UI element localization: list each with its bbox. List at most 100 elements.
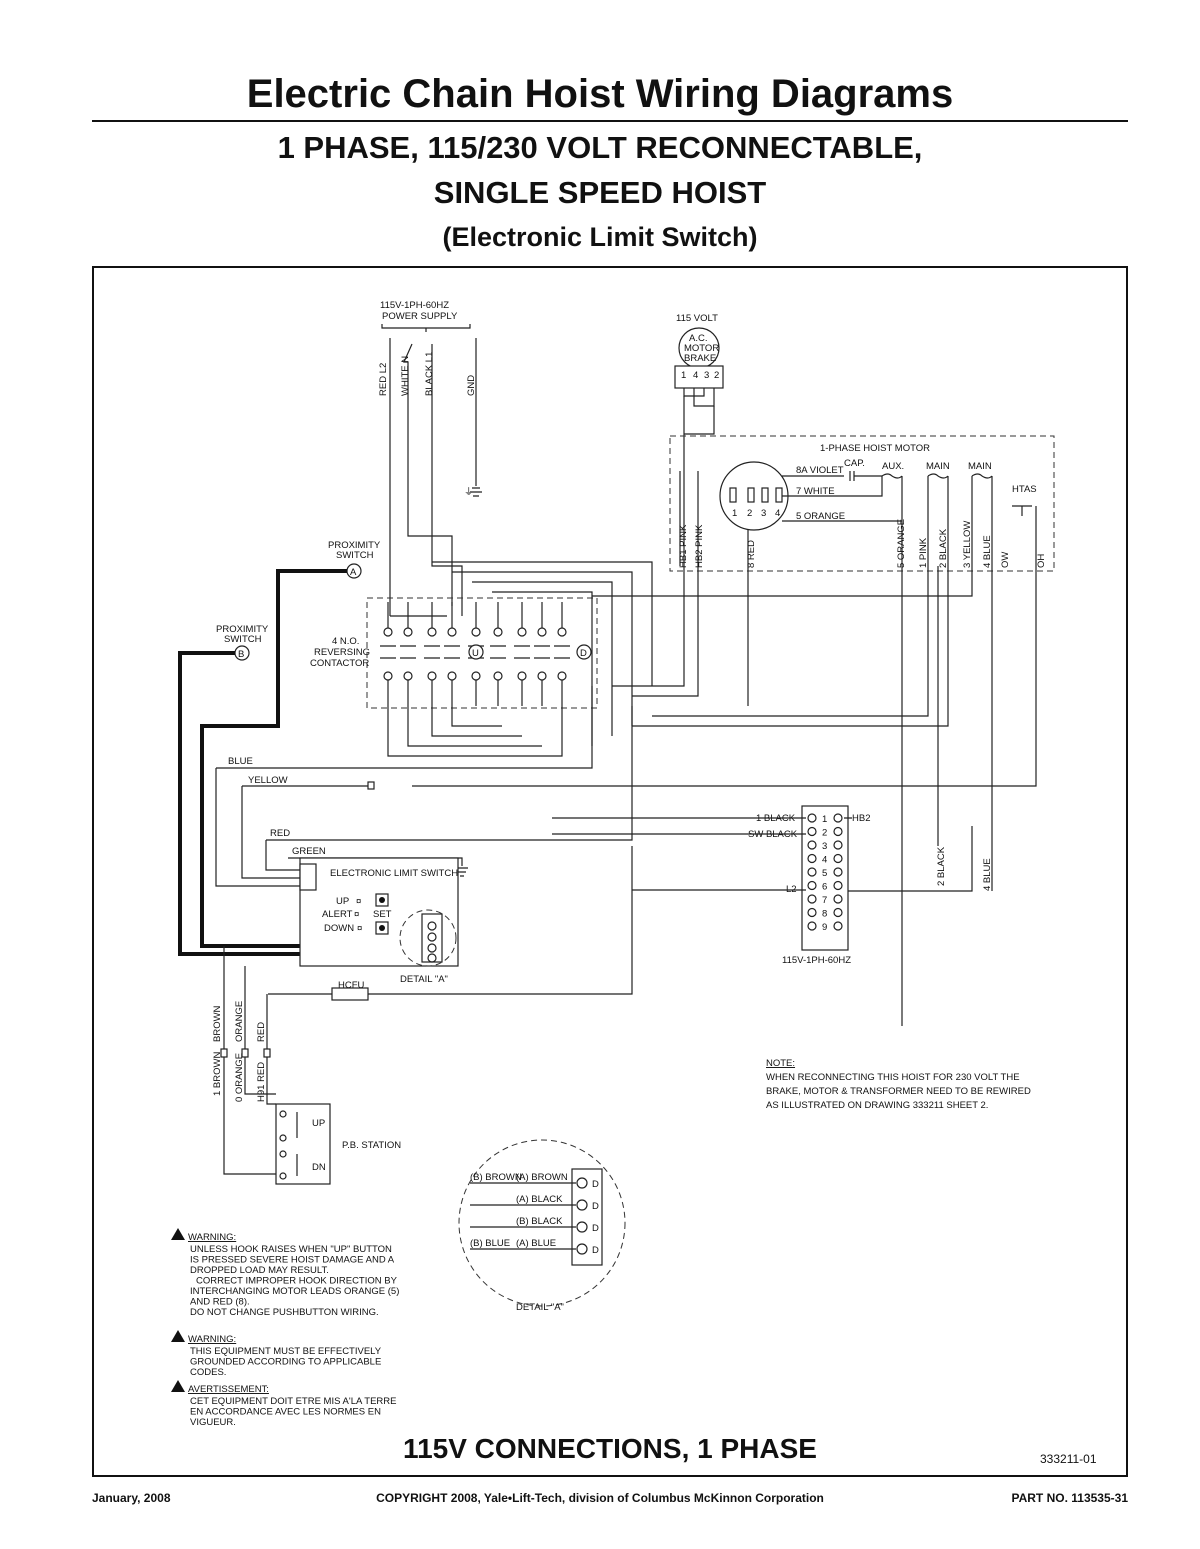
lead-ow: OW bbox=[1000, 552, 1011, 568]
warning-line: DO NOT CHANGE PUSHBUTTON WIRING. bbox=[190, 1307, 379, 1318]
subtitle-line-2: SINGLE SPEED HOIST bbox=[433, 175, 767, 210]
wire-label-2-black: 2 BLACK bbox=[936, 846, 947, 886]
contactor-u: U bbox=[472, 648, 479, 659]
ground-symbol: ⏚ bbox=[464, 487, 474, 498]
limit-up: UP bbox=[336, 896, 349, 907]
up-led-icon: ¤ bbox=[356, 896, 361, 907]
lead-5-orange: 5 ORANGE bbox=[796, 511, 845, 522]
pendant-top-orange: ORANGE bbox=[234, 1001, 245, 1042]
page-title: Electric Chain Hoist Wiring Diagrams bbox=[246, 72, 954, 116]
hoist-motor: 1-PHASE HOIST MOTOR 1 2 3 4 8A VIOLET 7 … bbox=[669, 435, 1055, 572]
limit-alert: ALERT bbox=[322, 909, 353, 920]
warning-1-icon bbox=[171, 1228, 185, 1240]
tb-screw-left bbox=[807, 921, 817, 931]
warning-line: UNLESS HOOK RAISES WHEN "UP" BUTTON bbox=[190, 1244, 392, 1255]
wire-label-hcfu: HCFU bbox=[338, 980, 365, 991]
main-winding-label-2: MAIN bbox=[968, 461, 992, 472]
warning-line: CET EQUIPMENT DOIT ETRE MIS A'LA TERRE bbox=[190, 1396, 396, 1407]
wire-runs: BLUE YELLOW RED GREEN HCFU 2 BLACK 4 BLU… bbox=[215, 566, 993, 1001]
tb-screw-left bbox=[807, 840, 817, 850]
reversing-contactor: 4 N.O. REVERSING CONTACTOR U D bbox=[310, 526, 1037, 1026]
warning-3-text: CET EQUIPMENT DOIT ETRE MIS A'LA TERREEN… bbox=[190, 1396, 396, 1428]
detail-a-screw bbox=[576, 1177, 588, 1189]
detail-a-term: D bbox=[592, 1245, 599, 1256]
electronic-limit-switch: ELECTRONIC LIMIT SWITCH UP ALERT DOWN ¤ … bbox=[299, 857, 459, 985]
diagram-frame bbox=[92, 266, 1128, 1477]
warning-2-icon bbox=[171, 1330, 185, 1342]
prox-b-label-2: SWITCH bbox=[224, 634, 262, 645]
connections-title: 115V CONNECTIONS, 1 PHASE bbox=[403, 1433, 817, 1464]
limit-detail-label: DETAIL "A" bbox=[400, 974, 448, 985]
motor-enclosure bbox=[669, 435, 1055, 572]
supply-wire-black: BLACK L1 bbox=[424, 352, 435, 396]
lead-4-blue: 4 BLUE bbox=[982, 535, 993, 568]
contact-top bbox=[493, 627, 503, 637]
note-title: NOTE: bbox=[766, 1058, 795, 1069]
tb-number: 3 bbox=[822, 841, 827, 852]
warning-line: EN ACCORDANCE AVEC LES NORMES EN bbox=[190, 1407, 381, 1418]
contact-bottom bbox=[517, 671, 527, 681]
warning-1-title: WARNING: bbox=[188, 1232, 236, 1243]
motor-brake: 115 VOLT A.C. MOTOR BRAKE 1 4 3 2 bbox=[674, 313, 724, 526]
contact-bottom bbox=[471, 671, 481, 681]
limit-down: DOWN bbox=[324, 923, 354, 934]
power-supply-label-1: 115V-1PH-60HZ bbox=[380, 300, 449, 311]
tb-number: 4 bbox=[822, 855, 827, 866]
subtitle-line-3: (Electronic Limit Switch) bbox=[442, 222, 758, 252]
detail-a-right-label: (A) BROWN bbox=[516, 1172, 568, 1183]
tb-screw-right bbox=[833, 853, 843, 864]
note-line-1: WHEN RECONNECTING THIS HOIST FOR 230 VOL… bbox=[766, 1072, 1020, 1083]
brake-label-3: BRAKE bbox=[684, 353, 716, 364]
warning-3-icon bbox=[171, 1380, 185, 1392]
contact-top bbox=[557, 627, 567, 637]
detail-a-screw bbox=[576, 1221, 588, 1233]
brake-label-1: A.C. bbox=[689, 333, 707, 344]
tb-screw-right bbox=[833, 826, 843, 837]
prox-b-label-1: PROXIMITY bbox=[216, 624, 269, 635]
proximity-switches: PROXIMITY SWITCH A PROXIMITY SWITCH B bbox=[178, 540, 412, 956]
tb-screw-right bbox=[833, 907, 843, 918]
pb-up-button[interactable] bbox=[279, 1110, 287, 1118]
supply-wire-red: RED L2 bbox=[378, 363, 389, 396]
power-supply: 115V-1PH-60HZ POWER SUPPLY RED L2 WHITE … bbox=[378, 300, 482, 617]
contact-top bbox=[427, 627, 437, 637]
tb-screw-left bbox=[807, 894, 817, 904]
detail-a-left-label: (B) BROWN bbox=[470, 1172, 522, 1183]
pb-station-box bbox=[275, 1103, 331, 1185]
pb-dn-button[interactable] bbox=[279, 1150, 287, 1158]
warning-line: IS PRESSED SEVERE HOIST DAMAGE AND A bbox=[190, 1255, 395, 1266]
fuse-hcfu bbox=[331, 987, 369, 1001]
terminal-block-body bbox=[801, 805, 849, 951]
detail-a-left-label: (B) BLUE bbox=[470, 1238, 510, 1249]
detail-a-right-label: (A) BLACK bbox=[516, 1194, 563, 1205]
footer-date: January, 2008 bbox=[92, 1491, 171, 1505]
brake-terminal-strip bbox=[674, 365, 724, 389]
footer-part-number: PART NO. 113535-31 bbox=[1011, 1491, 1128, 1505]
prox-a-label-1: PROXIMITY bbox=[328, 540, 381, 551]
title-rule bbox=[92, 120, 1128, 122]
contact-bottom bbox=[493, 671, 503, 681]
tb-supply-label: 115V-1PH-60HZ bbox=[782, 955, 851, 966]
lead-1-pink: 1 PINK bbox=[918, 537, 929, 568]
tb-number: 6 bbox=[822, 882, 827, 893]
prox-b-id: B bbox=[238, 649, 244, 660]
detail-a-circle bbox=[458, 1139, 626, 1307]
contact-bottom bbox=[447, 671, 457, 681]
pendant-top-brown: BROWN bbox=[212, 1005, 223, 1042]
contactor-contacts bbox=[380, 602, 570, 706]
pendant-wire-1-brown: 1 BROWN bbox=[212, 1052, 223, 1096]
down-led-icon: ¤ bbox=[357, 923, 362, 934]
warning-2-text: THIS EQUIPMENT MUST BE EFFECTIVELYGROUND… bbox=[190, 1346, 382, 1378]
brake-terminal-4: 4 bbox=[693, 370, 698, 381]
pendant-top-red: RED bbox=[256, 1022, 267, 1042]
tb-label-hb2: HB2 bbox=[852, 813, 870, 824]
note-line-3: AS ILLUSTRATED ON DRAWING 333211 SHEET 2… bbox=[766, 1100, 988, 1111]
warning-line: THIS EQUIPMENT MUST BE EFFECTIVELY bbox=[190, 1346, 382, 1357]
limit-terminal-strip bbox=[421, 913, 443, 963]
wire-label-blue: BLUE bbox=[228, 756, 253, 767]
pb-station-label: P.B. STATION bbox=[342, 1140, 401, 1151]
contact-top bbox=[517, 627, 527, 637]
